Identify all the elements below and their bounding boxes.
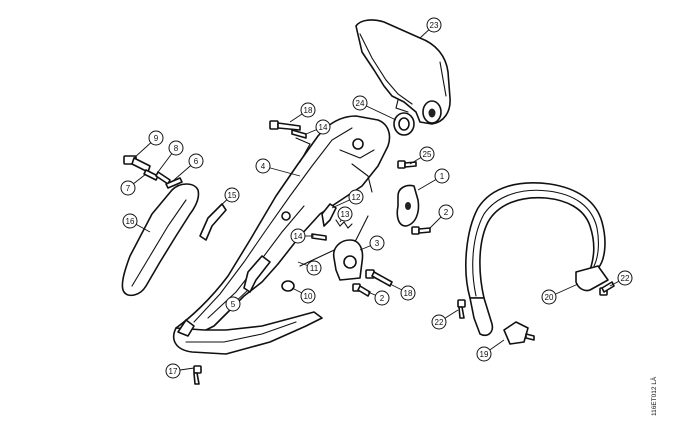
callout-circle-19: [476, 346, 492, 362]
callout-label-5: 5: [231, 300, 236, 309]
part-18-bolt-top: [269, 120, 301, 131]
callout-circle-24: [352, 95, 368, 111]
part-14-pin-lower: [311, 233, 327, 241]
part-4-handle-housing: [175, 115, 391, 335]
callout-label-24: 24: [356, 99, 365, 108]
part-3-mount: [332, 239, 364, 281]
callout-label-18: 18: [304, 106, 313, 115]
part-14-pin-top: [291, 129, 307, 139]
callout-circle-6: [188, 153, 204, 169]
callout-label-19: 19: [480, 350, 489, 359]
callout-circle-18: [300, 102, 316, 118]
callout-label-22: 22: [435, 318, 444, 327]
callout-label-13: 13: [341, 210, 350, 219]
callout-label-22: 22: [621, 274, 630, 283]
callout-label-6: 6: [194, 157, 199, 166]
callout-circle-15: [224, 187, 240, 203]
callout-circle-12: [348, 189, 364, 205]
callout-circle-17: [165, 363, 181, 379]
callout-label-12: 12: [352, 193, 361, 202]
callout-circle-22: [617, 270, 633, 286]
callout-circle-2: [374, 290, 390, 306]
part-17-screw: [193, 365, 202, 385]
callout-label-8: 8: [174, 144, 179, 153]
callout-circle-13: [337, 206, 353, 222]
part-22-screw-right: [599, 281, 615, 296]
callout-circle-9: [148, 130, 164, 146]
callout-circle-25: [419, 146, 435, 162]
callout-circle-2: [438, 204, 454, 220]
callout-label-14: 14: [319, 123, 328, 132]
lower-handle-loop: [172, 311, 323, 355]
callout-circle-20: [541, 289, 557, 305]
callout-circle-10: [300, 288, 316, 304]
part-18-bolt-lower: [365, 269, 393, 287]
callout-circle-3: [369, 235, 385, 251]
part-5-lever: [243, 255, 271, 293]
parts-6-9-bolt-set: [123, 155, 183, 189]
callout-circle-18: [400, 285, 416, 301]
callout-label-17: 17: [169, 367, 178, 376]
callout-label-10: 10: [304, 292, 313, 301]
callout-label-3: 3: [375, 239, 380, 248]
callout-label-7: 7: [126, 184, 131, 193]
callout-circle-23: [426, 17, 442, 33]
callout-circle-4: [255, 158, 271, 174]
callout-label-1: 1: [440, 172, 445, 181]
callout-circle-5: [225, 296, 241, 312]
callout-circle-22: [431, 314, 447, 330]
callout-label-25: 25: [423, 150, 432, 159]
part-23-cover: [355, 19, 451, 125]
callout-label-2: 2: [444, 208, 449, 217]
part-22-screw-left: [457, 299, 466, 319]
part-12-clip: [321, 203, 337, 227]
part-15-lever: [199, 203, 227, 241]
part-16-grip-pad: [121, 183, 200, 297]
part-24-ring: [393, 112, 415, 136]
part-20-front-handle: [465, 182, 609, 337]
callout-label-9: 9: [154, 134, 159, 143]
callout-label-20: 20: [545, 293, 554, 302]
part-2-screw-right: [411, 226, 431, 235]
callout-label-14: 14: [294, 232, 303, 241]
callout-label-15: 15: [228, 191, 237, 200]
callout-label-23: 23: [430, 21, 439, 30]
callout-circle-11: [306, 260, 322, 276]
part-1-bracket: [396, 184, 420, 227]
callout-label-16: 16: [126, 217, 135, 226]
part-13-spring: [335, 219, 353, 229]
callout-circle-16: [122, 213, 138, 229]
part-19-damper: [503, 321, 535, 345]
part-10-stud: [281, 280, 295, 292]
callout-circle-1: [434, 168, 450, 184]
callout-circle-7: [120, 180, 136, 196]
reference-code: 116ET012 LÄ: [650, 376, 658, 416]
callout-circle-14: [290, 228, 306, 244]
callout-circle-8: [168, 140, 184, 156]
part-2-screw-lower: [352, 283, 371, 297]
callout-label-4: 4: [261, 162, 266, 171]
callout-circle-14: [315, 119, 331, 135]
callout-label-11: 11: [310, 264, 319, 273]
callouts: 1223456789101112131414151617181819202222…: [120, 17, 633, 379]
callout-label-2: 2: [380, 294, 385, 303]
callout-label-18: 18: [404, 289, 413, 298]
